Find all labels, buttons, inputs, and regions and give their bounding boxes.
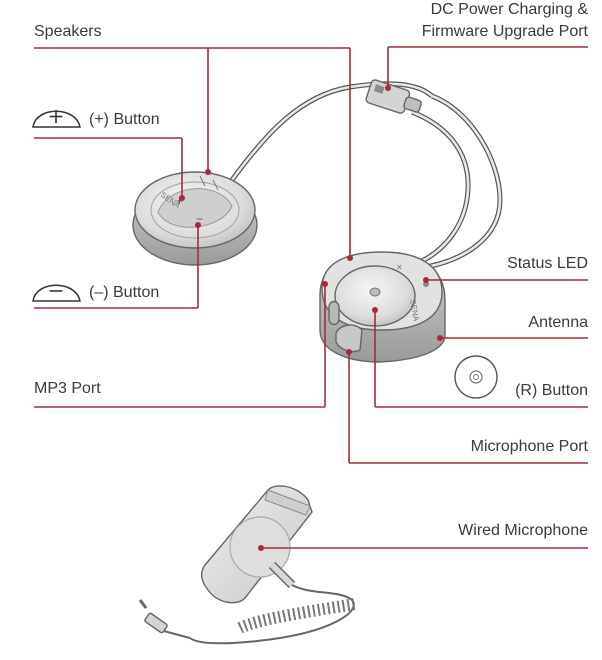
r-button-center [369, 287, 381, 297]
label-r-button: (R) Button [515, 382, 588, 399]
plus-button-icon [32, 110, 81, 128]
minus-button-icon [32, 284, 81, 302]
main-unit: SENA ✕ [319, 251, 446, 363]
speaker-cable [229, 81, 503, 271]
label-plus-button: (+) Button [89, 111, 160, 128]
label-dc-power-line2: Firmware Upgrade Port [421, 23, 588, 40]
r-button-illustration [454, 355, 498, 399]
label-speakers: Speakers [34, 23, 102, 40]
mp3-port-shape [328, 300, 340, 326]
plus-symbol: + [176, 194, 183, 208]
leader-lines [34, 46, 588, 551]
label-minus-button: (–) Button [89, 284, 160, 301]
label-wired-microphone: Wired Microphone [458, 522, 588, 539]
power-cable [411, 109, 471, 265]
wired-microphone [138, 485, 357, 645]
label-status-led: Status LED [507, 255, 588, 272]
label-dc-power-line1: DC Power Charging & [430, 1, 588, 18]
label-antenna: Antenna [528, 314, 588, 331]
mic-port-shape [335, 324, 363, 353]
minus-symbol: − [196, 212, 203, 226]
label-mp3-port: MP3 Port [34, 380, 101, 397]
remote-control-unit: SENA + − [132, 171, 258, 266]
svg-text:✕: ✕ [396, 263, 403, 272]
label-microphone-port: Microphone Port [470, 438, 588, 455]
dc-power-connector [365, 79, 422, 114]
main-brand-text: SENA [408, 299, 421, 323]
